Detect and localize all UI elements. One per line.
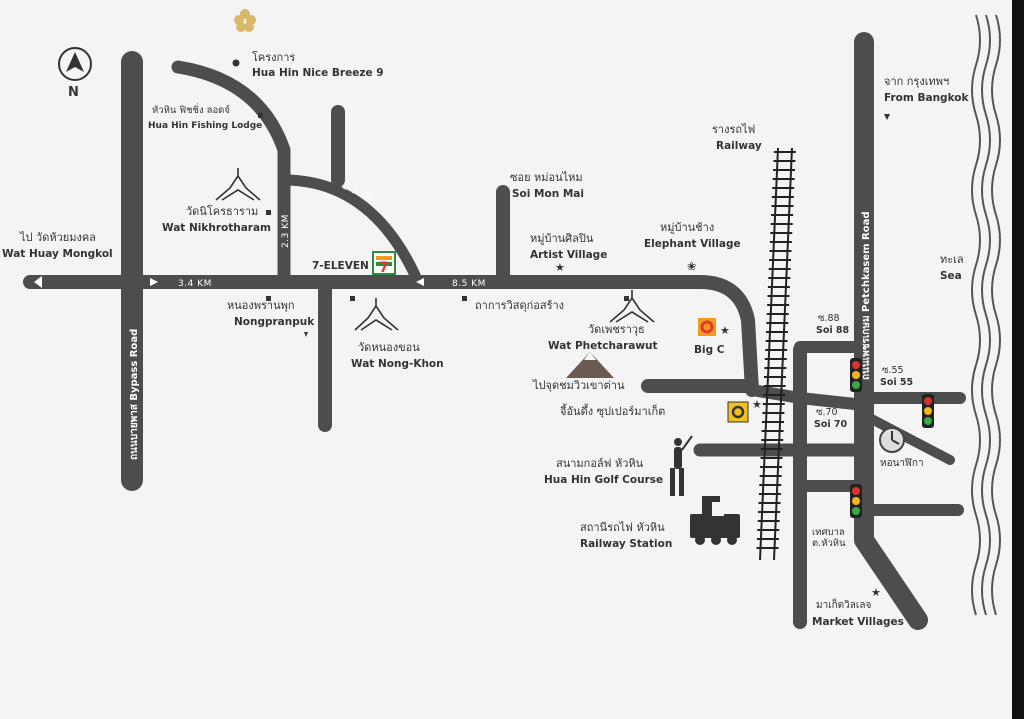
temple-icon [215,168,261,201]
wat-huay-mongkol-th: ไป วัดห้วยมงคล [20,231,96,244]
elephant-village-th: หมู่บ้านช้าง [660,221,715,234]
soi-70-road [746,384,870,411]
wat-phetcharawut-th: วัดเพชราวุธ [588,323,645,336]
nongpranpuk-th: หนองพรานพุก [227,299,295,312]
supermarket-star-icon: ★ [752,398,762,411]
petchkasem-south-road [854,490,928,630]
supermarket-th: จี้อันดึ้ง ซุปเปอร์มาเก็ต [560,405,666,418]
artist-village-star-icon: ★ [555,261,565,274]
elephant-village-en: Elephant Village [644,238,741,250]
sea-waves [971,14,1001,616]
from-bangkok-en: From Bangkok [884,92,969,104]
railway-th: รางรถไฟ [712,123,756,136]
railway-sleepers [756,151,796,549]
east-diagonal-road [859,410,955,465]
big-c-logo-icon [698,318,716,336]
wat-nikhrotharam-th: วัดนิโครธาราม [186,205,259,218]
railway-station-en: Railway Station [580,538,673,550]
water-tank-th: ถาการวิสดุก่อสร้าง [475,299,565,312]
from-bangkok-pin-icon [884,114,890,120]
train-icon [690,496,740,545]
project-logo-icon [234,9,256,32]
clock-tower-icon [879,427,905,453]
petchkasem-road-label: ถนนเพชรเกษม Petchkasem Road [861,212,872,380]
from-bangkok-th: จาก กรุงเทพฯ [884,75,950,88]
artist-village-th: หมู่บ้านศิลปิน [530,232,594,245]
project-location-dot [232,59,240,67]
traffic-light-icon [922,394,934,428]
nikhrotharam-marker [266,210,271,215]
market-villages-en: Market Villages [812,616,904,628]
soi-88-th: ซ.88 [818,313,840,324]
nongpranpuk-marker [266,296,271,301]
svg-text:7: 7 [379,260,389,276]
artist-village-en: Artist Village [530,249,608,261]
seven-eleven-logo-icon: 7 [372,251,396,276]
distance-3-4-km: 3.4 KM [178,279,212,289]
traffic-light-icon [850,358,862,392]
project-label-th: โครงการ [252,51,296,64]
supermarket-logo-icon [727,401,749,423]
fishing-lodge-marker [258,113,263,118]
soi-55-en: Soi 55 [880,377,914,388]
golf-th: สนามกอล์ฟ หัวหิน [556,457,644,470]
clock-tower-th: หอนาฬิกา [880,458,924,469]
distance-2-3-km: 2.3 KM [281,214,291,248]
railway-station-th: สถานีรถไฟ หัวหิน [580,521,665,534]
soi-mon-mai-en: Soi Mon Mai [512,188,584,200]
market-villages-star-icon: ★ [871,586,881,599]
diagonal-road [278,174,421,281]
roads [23,32,966,630]
nongpranpuk-pin-icon [304,332,308,337]
golf-en: Hua Hin Golf Course [544,474,664,486]
soi-70-th: ซ.70 [816,407,838,418]
fishing-lodge-en: Hua Hin Fishing Lodge [148,121,263,131]
big-c-label: Big C [694,344,725,356]
arrow-west-icon [416,278,424,286]
project-label-en: Hua Hin Nice Breeze 9 [252,67,384,79]
sea-th: ทะเล [940,253,964,266]
north-label: N [68,85,79,100]
golfer-icon [670,435,693,496]
project-curve-road [171,60,291,289]
wat-nong-khon-en: Wat Nong-Khon [351,358,444,370]
market-villages-th: มาเก็ตวิลเลจ [816,600,872,611]
elephant-paw-icon: ❀ [687,260,696,273]
railway-en: Railway [716,140,762,152]
north-arrow-icon [58,47,92,81]
soi-70-en: Soi 70 [814,419,848,430]
arrow-west-end-icon [34,276,42,288]
railway-track [759,147,793,561]
big-c-star-icon: ★ [720,324,730,337]
wat-huay-mongkol-en: Wat Huay Mongkol [2,248,113,260]
distance-8-5-km: 8.5 KM [452,279,486,289]
fishing-lodge-th: หัวหิน ฟิชชิ่ง ลอดจ์ [152,105,230,116]
temple-icon [354,298,399,331]
soi-88-en: Soi 88 [816,325,850,336]
soi-55-th: ซ.55 [882,365,904,376]
nongpranpuk-en: Nongpranpuk [234,316,315,328]
municipality-th: เทศบาล ต.หัวหิน [812,527,846,549]
mountain-icon [566,352,614,378]
right-edge-bar [1012,0,1024,719]
water-tank-marker [462,296,467,301]
bypass-road-label: ถนนบายพาส Bypass Road [129,329,140,460]
temple-icon [609,290,655,323]
mountain-snow-icon [584,352,596,360]
khao-tao-th: ไปจุดชมวิวเขาต่าน [533,379,625,392]
nong-khon-marker [350,296,355,301]
seven-eleven-label: 7-ELEVEN [312,260,369,272]
main-east-west-road [23,275,759,397]
wat-nong-khon-th: วัดหนองขอน [358,341,420,354]
arrow-east-icon [150,278,158,286]
traffic-light-icon [850,484,862,518]
phetcharawut-marker [624,296,629,301]
wat-phetcharawut-en: Wat Phetcharawut [548,340,658,352]
sea-en: Sea [940,270,962,282]
soi-mon-mai-th: ซอย หม่อนไหม [510,171,583,184]
wat-nikhrotharam-en: Wat Nikhrotharam [162,222,271,234]
